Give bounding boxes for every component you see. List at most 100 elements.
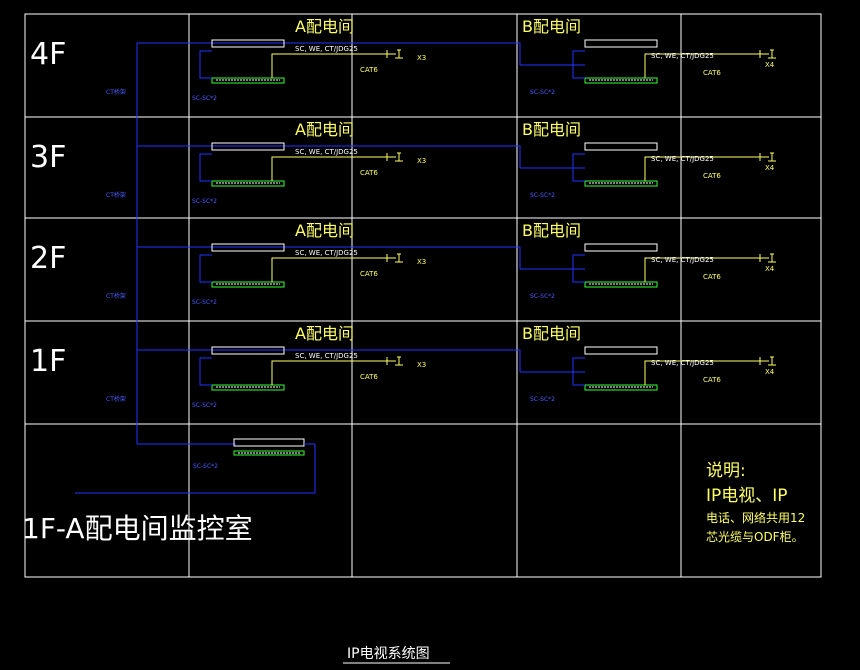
room-a-label: A配电间: [295, 221, 354, 240]
room-a-cat6-label: CAT6: [360, 270, 378, 278]
room-a-patch-cable: [199, 153, 212, 182]
room-a-outlet-label: X3: [417, 361, 426, 369]
room-b-cat6-label: CAT6: [703, 69, 721, 77]
room-b-cat6-cable: [644, 156, 760, 181]
room-b-cat6-cable: [644, 53, 760, 78]
riser-label: CT桥架: [106, 292, 126, 300]
room-a-switch: [211, 384, 285, 391]
room-a-cable-spec: SC, WE, CT/JDG25: [295, 148, 358, 156]
room-b-cat6-cable: [644, 257, 760, 282]
room-a-switch: [211, 77, 285, 84]
room-b-cable-spec: SC, WE, CT/JDG25: [651, 359, 714, 367]
room-b-cat6-label: CAT6: [703, 172, 721, 180]
room-b-label: B配电间: [522, 120, 581, 139]
notes-line-1: IP电视、IP: [706, 486, 788, 506]
room-a-cat6-label: CAT6: [360, 169, 378, 177]
control-room-equipment: SC-SC*2: [75, 438, 316, 494]
room-a-odf-panel: [211, 346, 285, 355]
room-b-tv-outlet-icon: [768, 253, 776, 263]
control-room-label: 1F-A配电间监控室: [22, 512, 253, 545]
diagram-title: IP电视系统图: [347, 646, 430, 662]
room-a-odf-panel: [211, 243, 285, 252]
riser-label: CT桥架: [106, 191, 126, 199]
riser-label: CT桥架: [106, 395, 126, 403]
room-b-outlet-label: X4: [765, 368, 775, 376]
room-b-label: B配电间: [522, 324, 581, 343]
room-b-odf-panel: [584, 39, 658, 48]
room-a-outlet-label: X3: [417, 157, 426, 165]
room-b-odf-panel: [584, 142, 658, 151]
room-a-cat6-cable: [271, 257, 387, 282]
room-a-label: A配电间: [295, 324, 354, 343]
room-a-cat6-cable: [271, 156, 387, 181]
room-b-cable-spec: SC, WE, CT/JDG25: [651, 155, 714, 163]
room-a-cable-spec: SC, WE, CT/JDG25: [295, 352, 358, 360]
room-a-patch-cable: [199, 50, 212, 79]
riser-cables: [136, 43, 236, 445]
room-b-switch: [584, 77, 658, 84]
room-b-tv-outlet-icon: [768, 152, 776, 162]
room-b-label: B配电间: [522, 221, 581, 240]
room-b-conduit-label: SC-SC*2: [530, 192, 555, 199]
riser-label: CT桥架: [106, 88, 126, 96]
core-switch: [233, 450, 305, 456]
room-a-tv-outlet-icon: [395, 152, 403, 162]
room-b-odf-panel: [584, 346, 658, 355]
odf-panel: [233, 438, 305, 447]
room-a-outlet-label: X3: [417, 54, 426, 62]
notes-heading: 说明:: [706, 461, 746, 481]
room-b-switch: [584, 180, 658, 187]
room-a-tv-outlet-icon: [395, 253, 403, 263]
room-a-cat6-cable: [271, 360, 387, 385]
room-a-conduit-label: SC-SC*2: [192, 299, 217, 306]
floor-label: 1F: [30, 344, 66, 379]
room-a-switch: [211, 180, 285, 187]
room-a-switch: [211, 281, 285, 288]
room-b-outlet-label: X4: [765, 265, 775, 273]
room-a-patch-cable: [199, 357, 212, 386]
room-b-conduit-label: SC-SC*2: [530, 293, 555, 300]
notes-line-3: 芯光缆与ODF柜。: [706, 530, 804, 544]
room-b-conduit-label: SC-SC*2: [530, 396, 555, 403]
room-b-tv-outlet-icon: [768, 356, 776, 366]
room-a-odf-panel: [211, 142, 285, 151]
room-a-cat6-label: CAT6: [360, 373, 378, 381]
floor-label: 2F: [30, 241, 66, 276]
room-b-cable-spec: SC, WE, CT/JDG25: [651, 52, 714, 60]
room-b-cat6-cable: [644, 360, 760, 385]
room-b-odf-panel: [584, 243, 658, 252]
room-b-switch: [584, 384, 658, 391]
room-b-cat6-label: CAT6: [703, 273, 721, 281]
room-a-cat6-label: CAT6: [360, 66, 378, 74]
room-b-cat6-label: CAT6: [703, 376, 721, 384]
room-a-tv-outlet-icon: [395, 356, 403, 366]
room-a-conduit-label: SC-SC*2: [192, 95, 217, 102]
notes-block: 说明: IP电视、IP 电话、网络共用12 芯光缆与ODF柜。: [706, 461, 805, 544]
room-b-outlet-label: X4: [765, 61, 775, 69]
room-a-odf-panel: [211, 39, 285, 48]
room-a-outlet-label: X3: [417, 258, 426, 266]
room-a-cable-spec: SC, WE, CT/JDG25: [295, 249, 358, 257]
notes-line-2: 电话、网络共用12: [706, 510, 805, 525]
room-a-conduit-label: SC-SC*2: [192, 402, 217, 409]
room-b-switch: [584, 281, 658, 288]
room-a-label: A配电间: [295, 17, 354, 36]
room-b-cable-spec: SC, WE, CT/JDG25: [651, 256, 714, 264]
room-a-cable-spec: SC, WE, CT/JDG25: [295, 45, 358, 53]
outer-frame: [24, 13, 822, 578]
room-b-label: B配电间: [522, 17, 581, 36]
room-b-outlet-label: X4: [765, 164, 775, 172]
control-conduit-label: SC-SC*2: [193, 463, 218, 470]
room-a-patch-cable: [199, 254, 212, 283]
control-feed-cable: [75, 444, 316, 494]
floor-label: 3F: [30, 140, 66, 175]
room-b-conduit-label: SC-SC*2: [530, 89, 555, 96]
room-a-cat6-cable: [271, 53, 387, 78]
frame-grid: [24, 13, 822, 578]
